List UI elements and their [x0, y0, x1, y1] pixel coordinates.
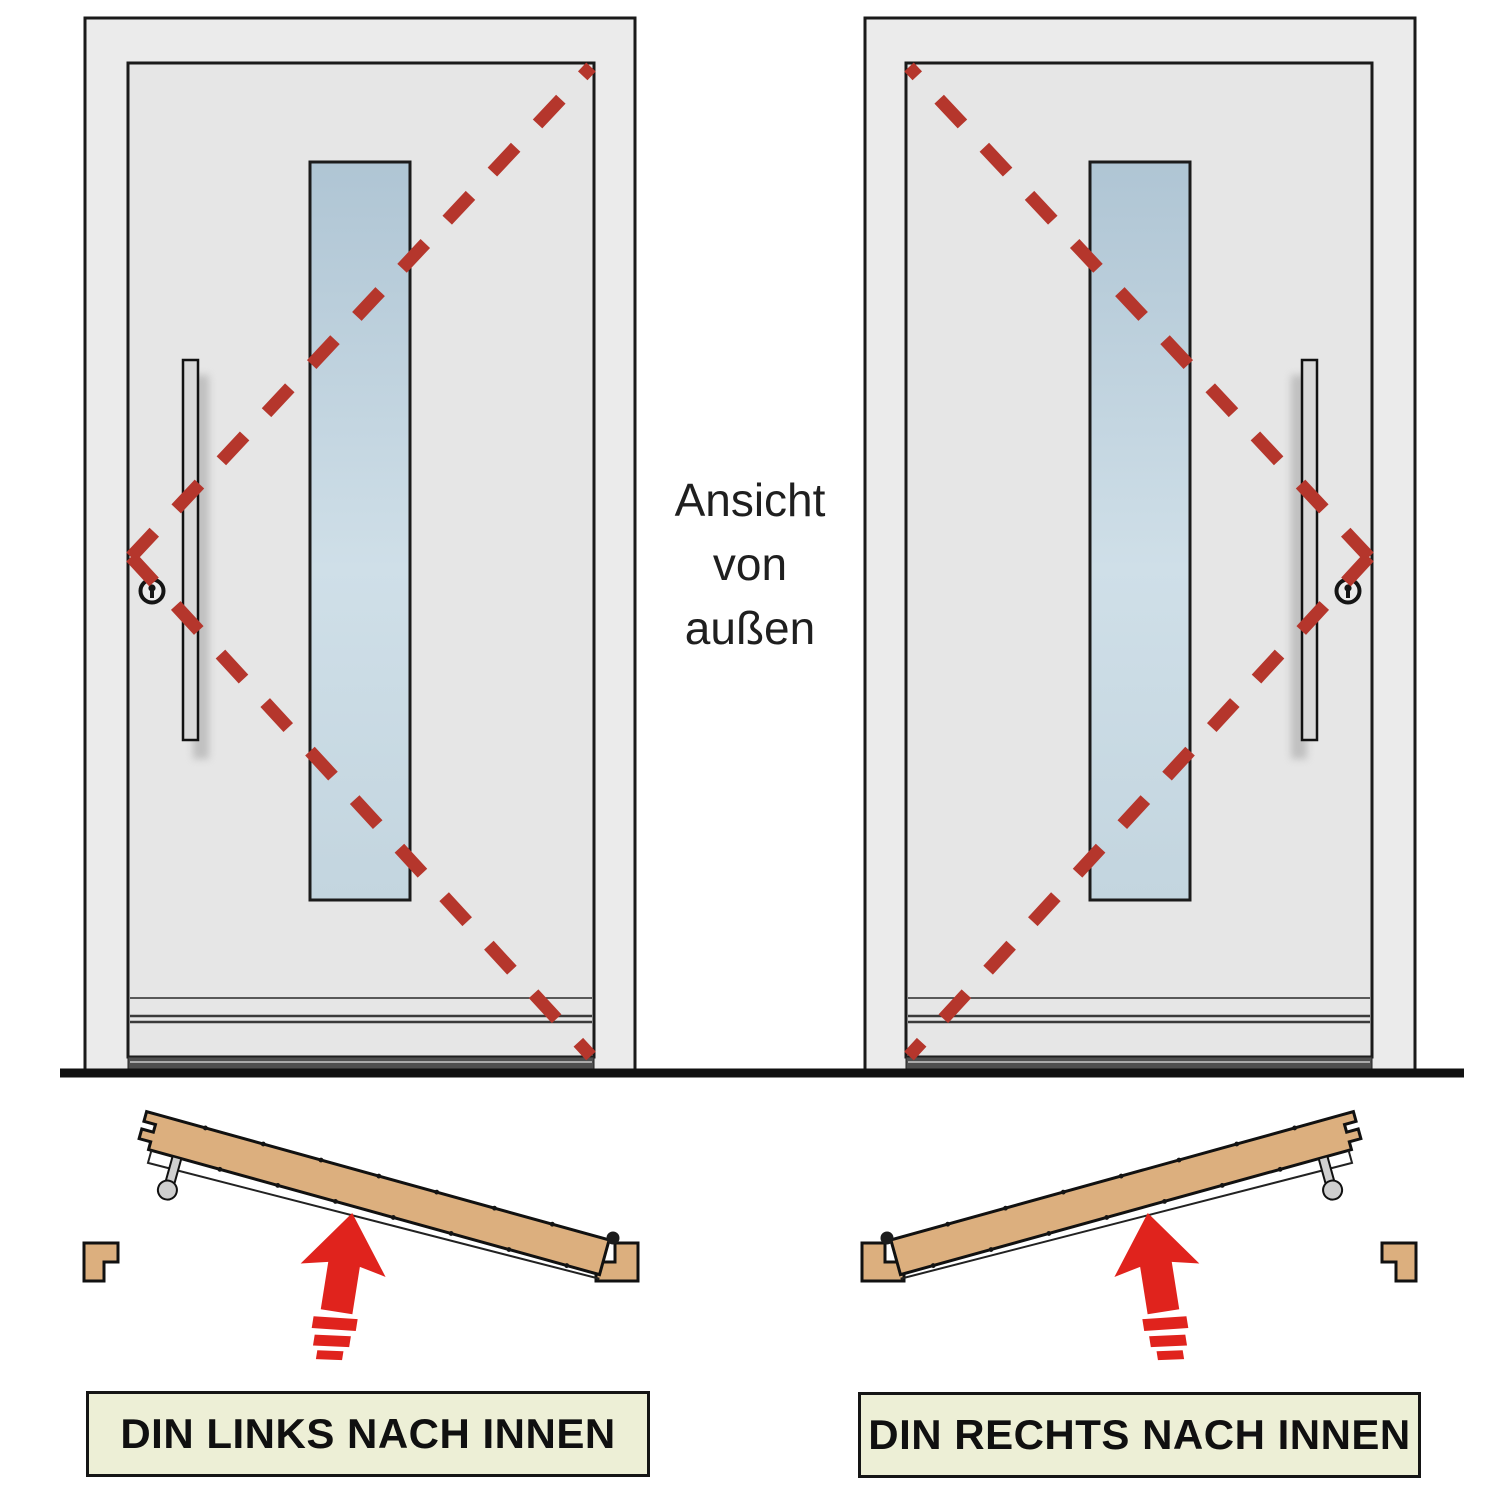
door-front-view-right [865, 18, 1415, 1070]
cross-section-left [82, 1107, 640, 1370]
view-label-line1: Ansicht [674, 474, 826, 526]
caption-din-rechts: DIN RECHTS NACH INNEN [858, 1392, 1421, 1478]
door-front-view-left [85, 18, 635, 1070]
view-label-line3: außen [684, 602, 816, 654]
view-label: Ansicht von außen [620, 468, 880, 660]
caption-din-links: DIN LINKS NACH INNEN [86, 1391, 650, 1477]
cross-section-right [860, 1107, 1418, 1370]
view-label-line2: von [712, 538, 788, 590]
